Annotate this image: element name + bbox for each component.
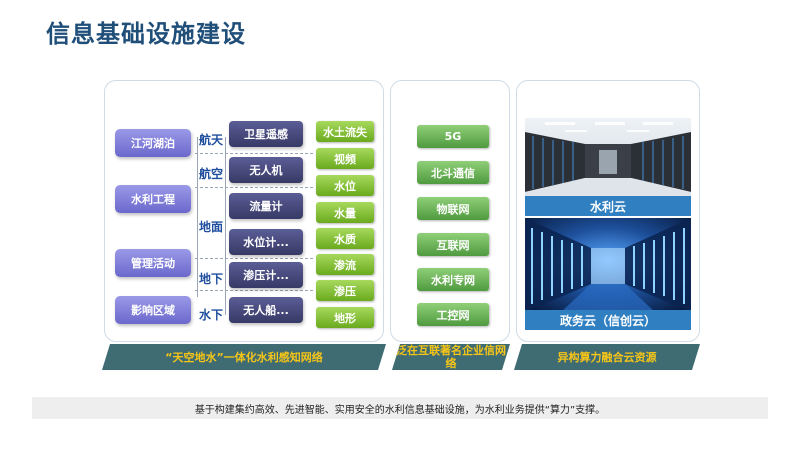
connector-line	[225, 137, 226, 315]
layer-label-ground: 地面	[199, 218, 223, 235]
network-5g[interactable]: 5G	[417, 125, 489, 148]
page-title: 信息基础设施建设	[46, 14, 246, 49]
network-beidou[interactable]: 北斗通信	[417, 161, 489, 184]
government-cloud-label: 政务云（信创云）	[525, 310, 691, 330]
category-rivers-lakes[interactable]: 江河湖泊	[115, 129, 191, 157]
layer-label-underwater: 水下	[199, 306, 223, 323]
device-drone[interactable]: 无人机	[229, 157, 303, 183]
water-cloud-datacenter-image	[525, 118, 691, 196]
cloud-panel: 水利云	[516, 80, 700, 342]
device-water-level-gauge[interactable]: 水位计...	[229, 229, 303, 255]
network-panel: 5G 北斗通信 物联网 互联网 水利专网 工控网	[390, 80, 510, 342]
metric-soil-erosion[interactable]: 水土流失	[316, 121, 374, 142]
network-internet[interactable]: 互联网	[417, 233, 489, 256]
sensing-network-panel: 江河湖泊 水利工程 管理活动 影响区域 航天 航空 地面 地下 水下 卫星遥感 …	[104, 80, 384, 342]
metric-video[interactable]: 视频	[316, 148, 374, 169]
category-impact-areas[interactable]: 影响区域	[115, 296, 191, 324]
device-unmanned-boat[interactable]: 无人船...	[229, 297, 303, 323]
separator	[195, 290, 313, 291]
network-banner: 泛在互联著名企业信网络	[392, 344, 510, 370]
cloud-banner: 异构算力融合云资源	[514, 344, 700, 370]
separator	[195, 153, 313, 154]
layer-label-air: 航空	[199, 165, 223, 182]
separator	[195, 258, 313, 259]
metric-terrain[interactable]: 地形	[316, 307, 374, 328]
government-cloud-datacenter-image	[525, 218, 691, 312]
separator	[195, 187, 313, 188]
device-flow-meter[interactable]: 流量计	[229, 193, 303, 219]
connector-line	[197, 137, 198, 297]
layer-label-space: 航天	[199, 131, 223, 148]
water-cloud-label: 水利云	[525, 196, 691, 216]
category-water-projects[interactable]: 水利工程	[115, 185, 191, 213]
metric-seepage-pressure[interactable]: 渗压	[316, 280, 374, 301]
metric-water-quality[interactable]: 水质	[316, 228, 374, 249]
category-management-activities[interactable]: 管理活动	[115, 249, 191, 277]
metric-water-volume[interactable]: 水量	[316, 202, 374, 223]
device-satellite-remote-sensing[interactable]: 卫星遥感	[229, 121, 303, 147]
metric-seepage[interactable]: 渗流	[316, 254, 374, 275]
summary-footer: 基于构建集约高效、先进智能、实用安全的水利信息基础设施，为水利业务提供“算力”支…	[32, 397, 768, 419]
network-water-private[interactable]: 水利专网	[417, 268, 489, 291]
sensing-network-banner: “天空地水”一体化水利感知网络	[102, 344, 386, 370]
network-iot[interactable]: 物联网	[417, 197, 489, 220]
layer-label-underground: 地下	[199, 270, 223, 287]
device-osmometer[interactable]: 渗压计...	[229, 262, 303, 288]
metric-water-level[interactable]: 水位	[316, 175, 374, 196]
network-industrial-control[interactable]: 工控网	[417, 303, 489, 326]
